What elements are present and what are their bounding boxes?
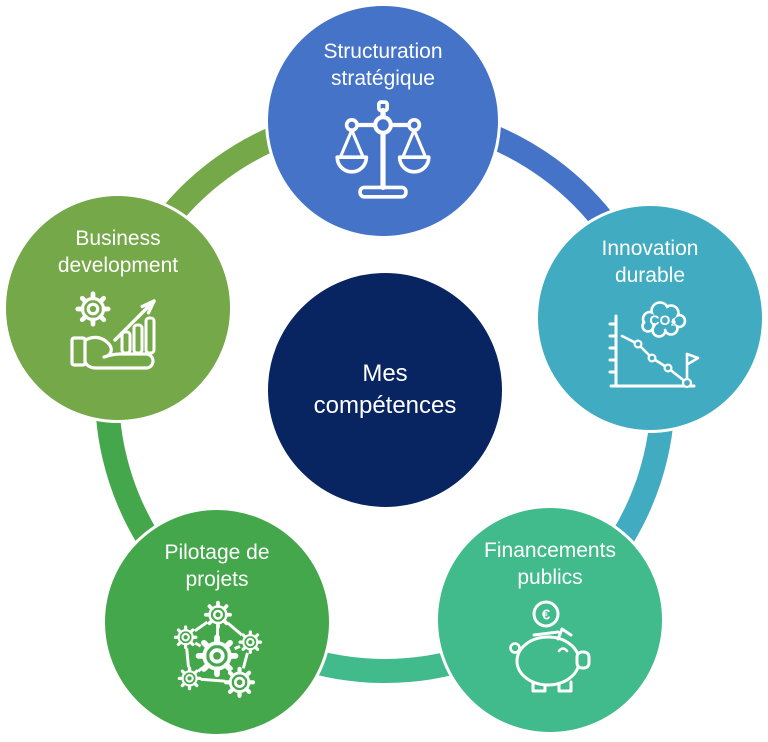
gears-network-icon [173,600,263,698]
node-label: Financements publics [484,539,616,589]
diagram-title: Mes compétences [313,359,457,419]
co2-label: CO₂ [649,312,676,328]
euro-symbol: € [542,606,551,623]
node-pilotage-de-projets: Pilotage de projets [102,507,332,737]
scales-icon [335,100,431,199]
co2-decline-chart-icon: CO₂ [608,300,700,388]
hand-gear-growth-icon [70,286,156,370]
node-label: Business development [57,227,179,277]
node-mes-competences: Mes compétences [265,270,505,510]
piggy-bank-icon: € [509,600,591,693]
node-business-development: Business development [3,193,233,423]
node-label: Innovation durable [601,237,699,287]
node-label: Pilotage de projets [164,541,270,591]
node-innovation-durable: Innovation durable [535,203,765,433]
node-financements-publics: Financements publics € [435,505,665,735]
node-label: Structuration stratégique [323,40,443,90]
node-structuration-strategique: Structuration stratégique [265,3,501,239]
